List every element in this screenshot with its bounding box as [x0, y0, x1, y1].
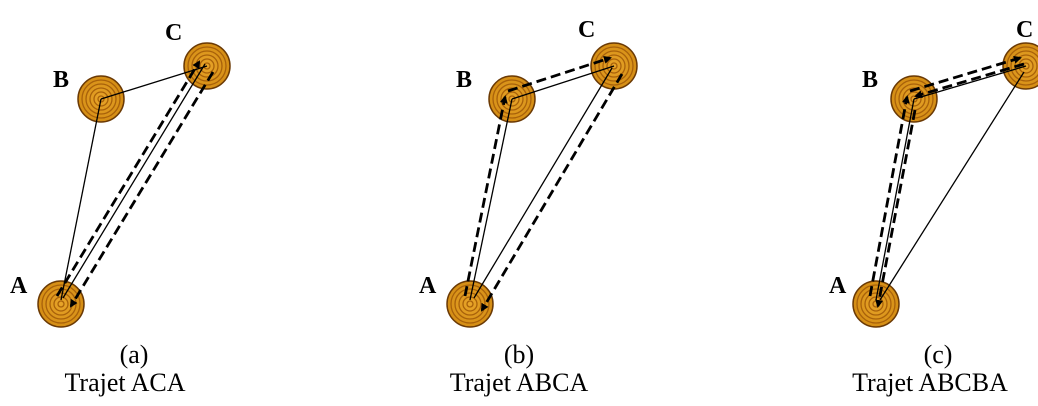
panel-a: B C A (a) Trajet ACA [10, 20, 231, 397]
node-b-label: B [456, 67, 472, 93]
panel-b-caption: Trajet ABCA [450, 368, 589, 397]
edge-a-c [473, 67, 613, 299]
node-b-label: B [53, 67, 69, 93]
node-a-label: A [419, 273, 437, 299]
edge-b-c [100, 65, 208, 100]
edge-b-a [469, 98, 513, 301]
edge-a-c [879, 71, 1025, 301]
node-c-label: C [165, 20, 182, 46]
node-a-label: A [829, 273, 847, 299]
panel-c-caption: Trajet ABCBA [852, 368, 1008, 397]
path-a-to-b [868, 95, 910, 297]
path-c-to-b [914, 62, 1025, 99]
panel-a-caption: Trajet ACA [64, 368, 185, 397]
node-a-target [446, 280, 494, 328]
path-b-to-c [507, 56, 612, 93]
edge-b-a [875, 98, 915, 301]
node-c-label: C [578, 17, 595, 43]
path-a-to-c [55, 60, 201, 297]
node-a-target [852, 280, 900, 328]
node-b-label: B [862, 67, 878, 93]
path-a-to-b [463, 95, 508, 297]
path-b-to-c [909, 55, 1022, 93]
edge-a-c [62, 63, 206, 299]
edge-b-c [511, 65, 615, 100]
panel-b-letter: (b) [504, 340, 534, 369]
edge-b-c [913, 65, 1027, 100]
path-c-to-a [480, 73, 624, 312]
path-b-to-a [875, 109, 917, 308]
node-c-label: C [1016, 17, 1033, 43]
panel-b: B C A (b) Trajet ABCA [419, 17, 638, 397]
panel-c: B C A (c) Trajet ABCBA [829, 17, 1038, 397]
path-c-to-a [69, 71, 215, 308]
panel-a-letter: (a) [120, 340, 149, 369]
edge-b-a [60, 98, 102, 301]
panel-c-letter: (c) [924, 340, 953, 369]
node-a-label: A [10, 273, 28, 299]
